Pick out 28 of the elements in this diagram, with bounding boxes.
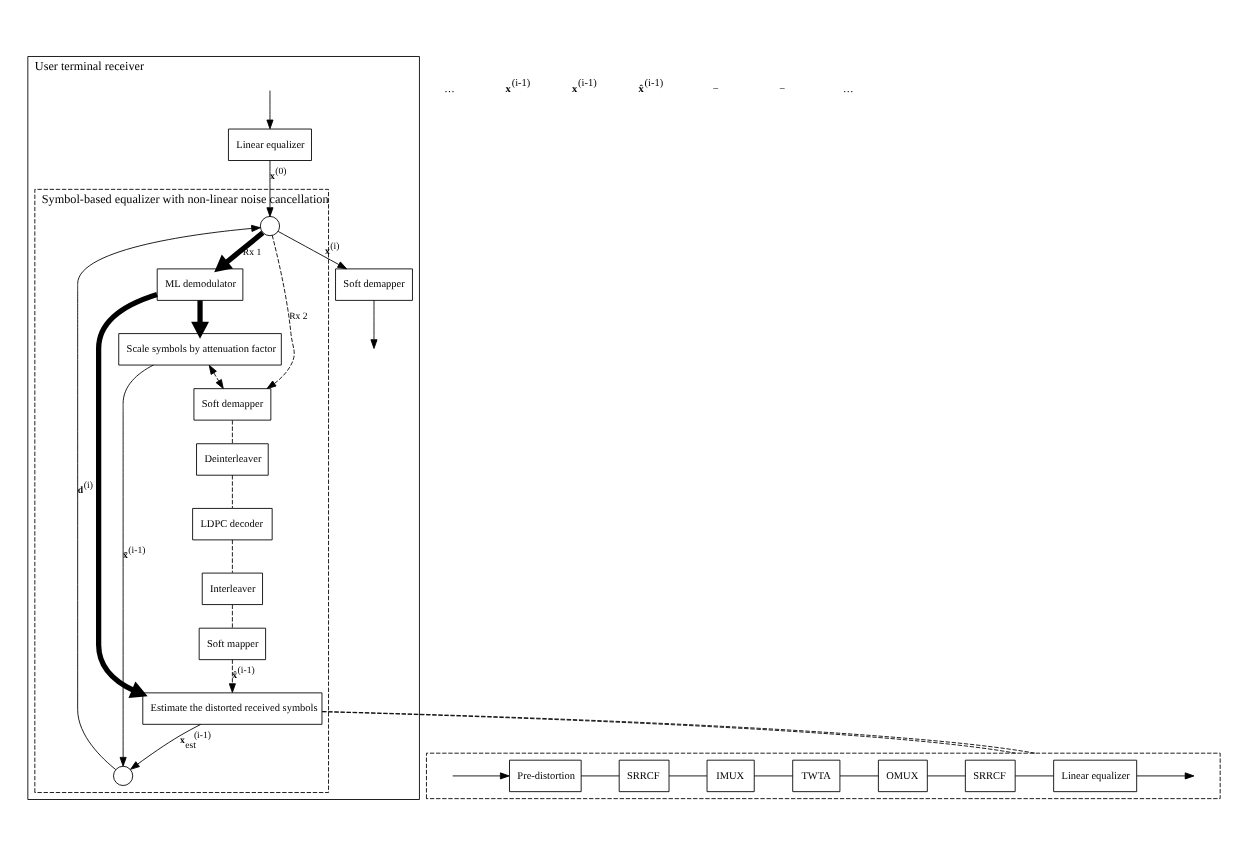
arrow: [266, 89, 274, 129]
connector: [231, 538, 233, 573]
arrow: [96, 291, 158, 697]
connector: [1014, 774, 1054, 776]
connector: [839, 774, 879, 776]
connector: [668, 774, 708, 776]
connector: [580, 774, 620, 776]
cluster: [426, 751, 1221, 799]
arrow: [191, 299, 209, 338]
node-circle: [259, 215, 281, 236]
connector: [753, 774, 794, 776]
arrow: [452, 771, 510, 779]
arrow: [77, 223, 261, 769]
connector: [231, 418, 233, 444]
arrow: [130, 723, 202, 769]
connector: [231, 603, 233, 628]
arrow: [277, 229, 348, 269]
arrow: [370, 299, 378, 348]
connector: [927, 774, 966, 776]
arrow: [1136, 771, 1195, 779]
arrow: [266, 159, 274, 216]
arrow: [228, 658, 236, 692]
node-circle: [113, 764, 134, 785]
arrow: [119, 363, 154, 766]
connector: [231, 473, 233, 508]
arrow: [266, 234, 295, 388]
arrow: [214, 229, 265, 272]
arrow: [208, 363, 224, 388]
